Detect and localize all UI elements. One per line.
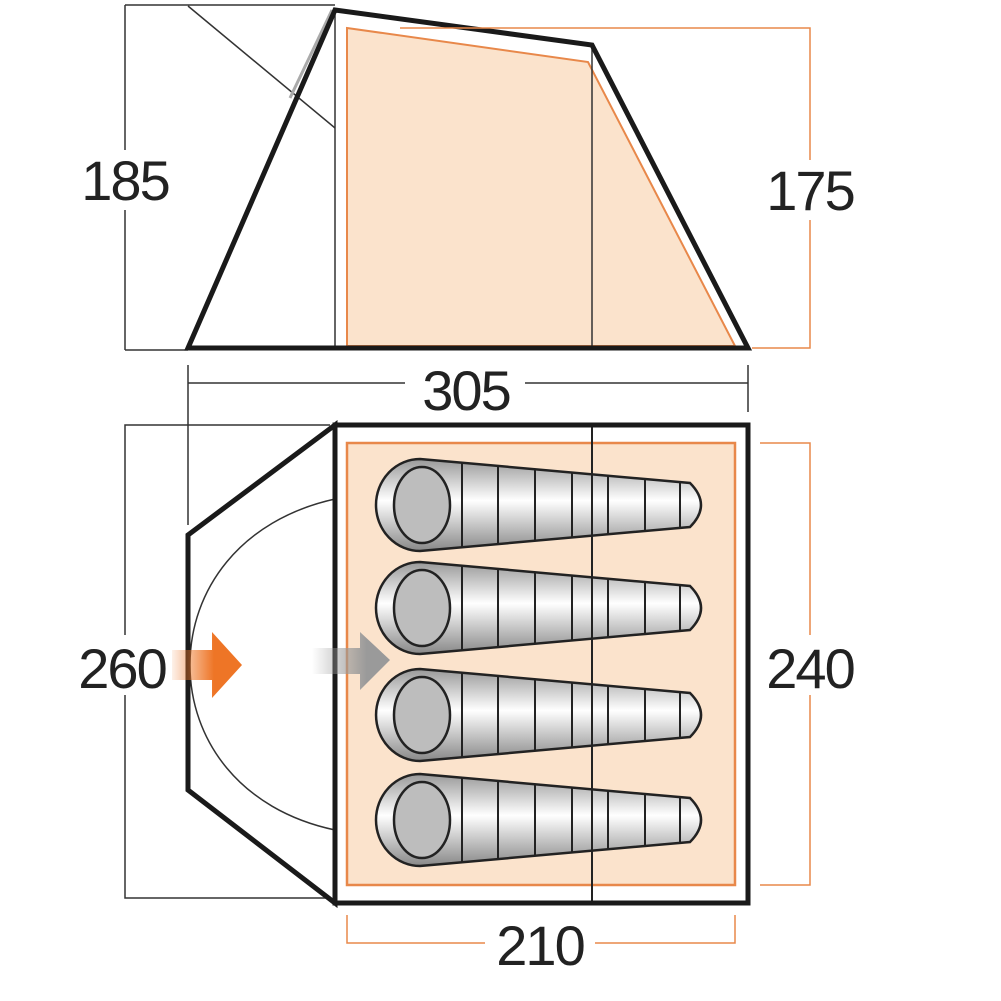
door-edge [288,9,334,99]
sleeping-bag-outline [374,667,703,763]
length-total-label: 305 [422,359,509,422]
entrance-arrow-orange [172,632,242,698]
plan-view: 260 240 210 [70,420,862,977]
width-inner-label: 240 [766,637,853,700]
sleeping-bag-outline [374,457,703,553]
height-outer-label: 185 [81,149,168,212]
sleeping-bag-body [376,562,701,654]
height-inner-label: 175 [766,159,853,222]
sleeping-bag-hood [392,568,452,648]
sleeping-bag-body [376,459,701,551]
sleeping-bag-hood [392,675,452,755]
sleeping-bag-outline [374,772,703,868]
sleeping-bag-body [376,669,701,761]
length-inner-label: 210 [496,914,583,977]
sleeping-bag-body [376,774,701,866]
entrance-arrow-grey [312,632,390,690]
side-view: 185 175 [81,4,856,351]
sleeping-bag-outline [374,560,703,656]
inner-tent-side [346,26,737,347]
guy-line [187,5,336,129]
tent-outline-side [184,7,753,351]
sleeping-bag [374,667,703,763]
width-outer-label: 260 [78,637,165,700]
sleeping-bag [374,772,703,868]
sleeping-bags [374,457,703,868]
sleeping-bag-hood [392,780,452,860]
sleeping-bag-hood [392,465,452,545]
length-dimension: 305 [187,355,749,525]
